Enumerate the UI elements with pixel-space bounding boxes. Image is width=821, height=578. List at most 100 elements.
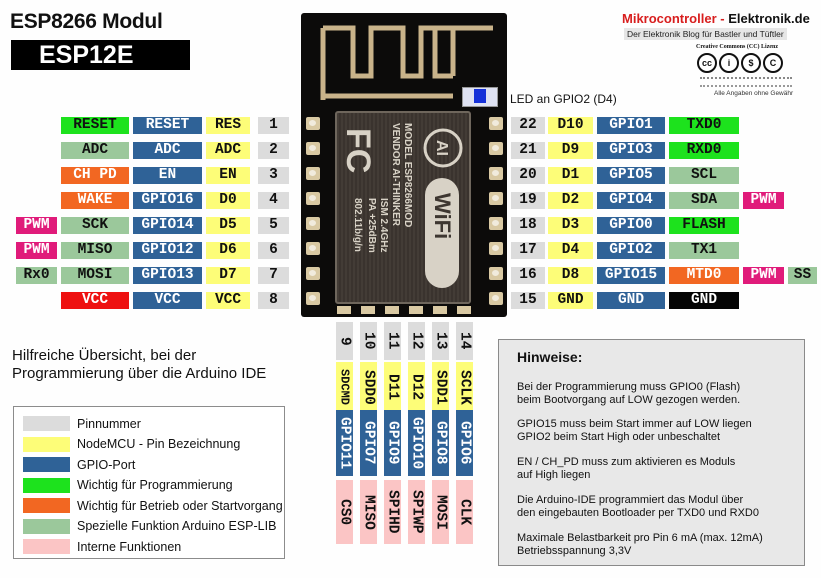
pin-number: 3 <box>258 167 289 184</box>
bottom-pad-icon <box>361 306 375 314</box>
internal-function-label-cell: MISO <box>360 480 377 544</box>
pin-number: 8 <box>258 292 289 309</box>
left-pad-icon <box>306 242 320 255</box>
gpio-label: ADC <box>133 142 202 159</box>
legend-swatch <box>23 539 70 554</box>
function-label: RXD0 <box>669 142 739 159</box>
nodemcu-label: D7 <box>206 267 250 284</box>
function-label: FLASH <box>669 217 739 234</box>
pin-number: 7 <box>258 267 289 284</box>
function-label: MTD0 <box>669 267 739 284</box>
pin-number: 21 <box>511 142 545 159</box>
pcb-antenna-icon <box>320 25 493 100</box>
legend-swatch <box>23 498 70 513</box>
nodemcu-label: D8 <box>548 267 593 284</box>
left-pad-icon <box>306 117 320 130</box>
shield-line-5: 802.11b/g/n <box>352 198 363 252</box>
pin-number-cell: 10 <box>360 322 377 360</box>
left-pad-icon <box>306 267 320 280</box>
brand-separator: - <box>716 11 729 26</box>
wifi-logo: WiFi <box>430 193 455 239</box>
pin-number: 1 <box>258 117 289 134</box>
note-item: GPIO15 muss beim Start immer auf LOW lie… <box>517 418 752 443</box>
nodemcu-label: SCLK <box>456 369 473 405</box>
nc-icon: $ <box>741 53 761 73</box>
nodemcu-label: SDCMD <box>337 368 352 405</box>
shield-markings: AI WiFi FC MODEL ESP8266MOD VENDOR AI-TH… <box>345 123 463 288</box>
note-item: Die Arduino-IDE programmiert das Modul ü… <box>517 494 759 519</box>
led-icon <box>474 89 486 103</box>
legend-item: Interne Funktionen <box>23 538 181 555</box>
helper-line-1: Hilfreiche Übersicht, bei der <box>12 347 197 364</box>
brand-name-red: Mikrocontroller <box>622 11 717 26</box>
extra-function-label: PWM <box>16 217 57 234</box>
bottom-pad-icon <box>409 306 423 314</box>
nodemcu-label: D5 <box>206 217 250 234</box>
function-label: TXD0 <box>669 117 739 134</box>
right-pad-icon <box>489 267 503 280</box>
legend-label: NodeMCU - Pin Bezeichnung <box>77 437 241 451</box>
pin-number-cell: 14 <box>456 322 473 360</box>
legend-swatch <box>23 416 70 431</box>
legend-item: Wichtig für Betrieb oder Startvorgang <box>23 497 283 514</box>
right-pad-icon <box>489 217 503 230</box>
notes-box: Hinweise: Bei der Programmierung muss GP… <box>498 339 805 566</box>
nodemcu-label-cell: SDD1 <box>432 362 449 412</box>
nodemcu-label: D0 <box>206 192 250 209</box>
nodemcu-label: D4 <box>548 242 593 259</box>
gpio-label: GPIO14 <box>133 217 202 234</box>
gpio-label: GPIO15 <box>597 267 665 284</box>
gpio-label-cell: GPIO11 <box>336 410 353 476</box>
gpio-label-cell: GPIO8 <box>432 410 449 476</box>
gpio-label: RESET <box>133 117 202 134</box>
right-pad-icon <box>489 117 503 130</box>
right-pad-icon <box>489 192 503 205</box>
gpio-label: GPIO1 <box>597 117 665 134</box>
pin-number: 11 <box>384 332 401 350</box>
gpio-label: GPIO4 <box>597 192 665 209</box>
brand-tagline: Der Elektronik Blog für Bastler und Tüft… <box>624 28 787 40</box>
pin-number: 4 <box>258 192 289 209</box>
legend-item: Pinnummer <box>23 415 141 432</box>
legend-label: GPIO-Port <box>77 457 136 472</box>
gpio-label: GND <box>597 292 665 309</box>
nodemcu-label: VCC <box>206 292 250 309</box>
function-label: VCC <box>61 292 129 309</box>
pin-number: 12 <box>408 332 425 350</box>
function-label: SCL <box>669 167 739 184</box>
gpio-label-cell: GPIO7 <box>360 410 377 476</box>
page-title: ESP8266 Modul <box>10 10 163 33</box>
pin-number-cell: 9 <box>336 322 353 360</box>
gpio-label: GPIO2 <box>597 242 665 259</box>
pin-number-cell: 11 <box>384 322 401 360</box>
pin-number-cell: 13 <box>432 322 449 360</box>
license-icons: cc i $ C <box>697 53 783 73</box>
brand-logo[interactable]: Mikrocontroller - Elektronik.de <box>622 11 810 26</box>
pin-number: 15 <box>511 292 545 309</box>
internal-function-label-cell: MOSI <box>432 480 449 544</box>
internal-function-label: MISO <box>360 494 377 530</box>
pin-number: 16 <box>511 267 545 284</box>
nodemcu-label: D6 <box>206 242 250 259</box>
nodemcu-label: D3 <box>548 217 593 234</box>
nodemcu-label-cell: D12 <box>408 362 425 412</box>
legend-swatch <box>23 457 70 472</box>
note-item: Bei der Programmierung muss GPIO0 (Flash… <box>517 381 741 406</box>
pin-number: 2 <box>258 142 289 159</box>
left-pad-icon <box>306 167 320 180</box>
pin-number: 18 <box>511 217 545 234</box>
pin-number: 6 <box>258 242 289 259</box>
pin-number: 20 <box>511 167 545 184</box>
extra-function-label: PWM <box>16 242 57 259</box>
internal-function-label: SPIHD <box>384 490 401 534</box>
right-pad-icon <box>489 292 503 305</box>
pin-number: 5 <box>258 217 289 234</box>
license-fine-print <box>700 77 792 87</box>
internal-function-label: MOSI <box>432 494 449 530</box>
gpio-label: GPIO8 <box>432 421 449 465</box>
internal-function-label-cell: SPIHD <box>384 480 401 544</box>
disclaimer: Alle Angaben ohne Gewähr <box>714 90 794 97</box>
by-icon: i <box>719 53 739 73</box>
gpio-label: GPIO7 <box>360 421 377 465</box>
